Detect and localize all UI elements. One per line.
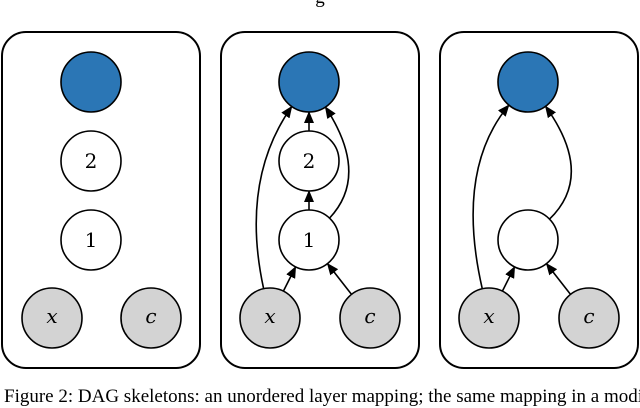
edge-x-to-h — [501, 265, 516, 292]
edge-h-to-out — [544, 105, 573, 220]
node-label: x — [46, 304, 57, 328]
edge-x-to-h1 — [282, 265, 297, 292]
node-label: 1 — [303, 228, 316, 252]
node-label: x — [264, 304, 275, 328]
node-input-x — [239, 287, 301, 349]
edge-c-to-h1 — [326, 262, 353, 295]
node-label: 2 — [85, 149, 98, 173]
panel-1: 2 1 x c — [1, 31, 201, 369]
node-hidden-h2 — [278, 130, 340, 192]
node-hidden-h — [497, 209, 559, 271]
node-input-c — [339, 287, 401, 349]
node-label: 1 — [85, 228, 98, 252]
top-caption-fragment: g — [0, 0, 640, 9]
node-input-x — [458, 287, 520, 349]
node-output-out — [60, 51, 122, 113]
node-label: 2 — [303, 149, 316, 173]
node-output-out — [497, 51, 559, 113]
node-input-c — [120, 287, 182, 349]
edge-c-to-h — [545, 262, 572, 295]
node-label: c — [583, 304, 594, 328]
node-hidden-h1 — [278, 209, 340, 271]
node-input-c — [558, 287, 620, 349]
edge-x-to-out — [472, 104, 510, 289]
edge-x-to-out — [255, 105, 293, 289]
node-hidden-h2 — [60, 130, 122, 192]
edge-h1-to-out — [324, 106, 350, 219]
node-label: c — [145, 304, 156, 328]
node-label: c — [364, 304, 375, 328]
node-hidden-h1 — [60, 209, 122, 271]
panel-frame — [1, 31, 201, 369]
panel-frame — [439, 31, 639, 369]
node-label: x — [483, 304, 494, 328]
panel-2: 2 1 x c — [220, 31, 420, 369]
node-output-out — [278, 51, 340, 113]
figure-caption: Figure 2: DAG skeletons: an unordered la… — [4, 386, 640, 407]
panel-frame — [220, 31, 420, 369]
node-input-x — [21, 287, 83, 349]
